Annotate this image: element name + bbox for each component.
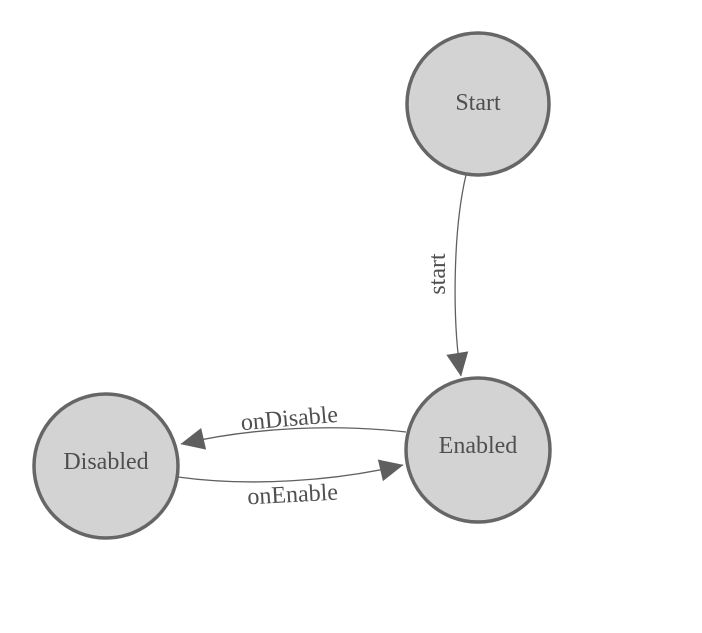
edge-ondisable: onDisable <box>180 402 407 450</box>
edge-onenable-path <box>177 459 404 483</box>
node-enabled: Enabled <box>404 376 552 524</box>
edge-ondisable-label: onDisable <box>240 402 339 436</box>
node-enabled-label: Enabled <box>439 433 518 459</box>
edge-start-path <box>446 174 469 377</box>
edge-onenable-label: onEnable <box>247 480 339 511</box>
edge-onenable: onEnable <box>177 459 404 511</box>
edge-ondisable-path <box>180 427 407 450</box>
node-disabled: Disabled <box>32 392 180 540</box>
node-start-circle <box>405 31 551 177</box>
node-disabled-label: Disabled <box>63 449 148 475</box>
node-enabled-circle <box>404 376 552 524</box>
node-start: Start <box>405 31 551 177</box>
edge-start: start <box>425 174 469 377</box>
node-disabled-circle <box>32 392 180 540</box>
edge-start-label: start <box>425 253 451 295</box>
node-start-label: Start <box>455 90 501 116</box>
